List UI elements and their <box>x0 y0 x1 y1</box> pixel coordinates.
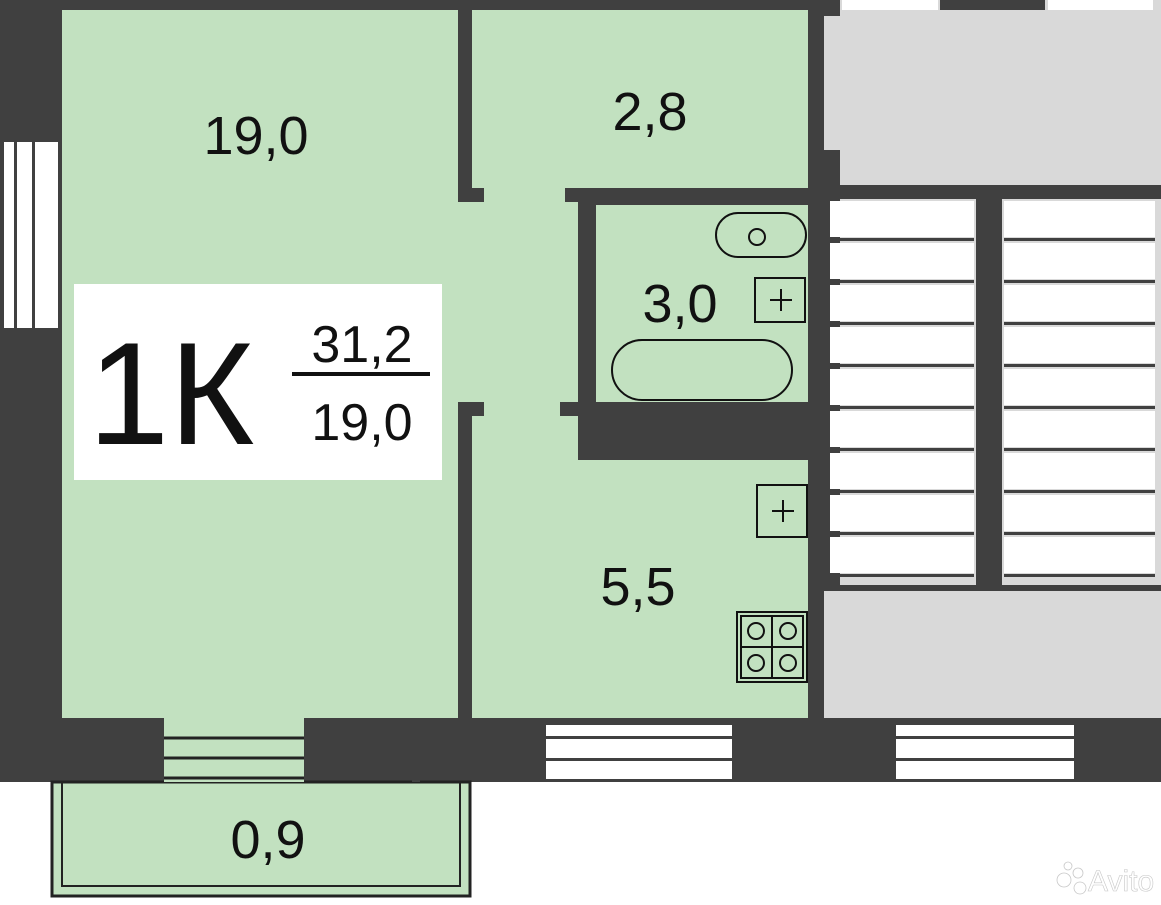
stair-step <box>830 243 974 279</box>
stair-step <box>830 411 974 447</box>
stair-step <box>830 537 974 573</box>
hall-floor <box>472 10 808 188</box>
apartment-badge: 1К 31,2 19,0 <box>74 284 442 480</box>
stair-tread <box>830 406 974 409</box>
avito-watermark: Avito <box>1056 861 1154 898</box>
bathroom-area-label: 3,0 <box>642 274 717 334</box>
avito-watermark-text: Avito <box>1088 865 1154 898</box>
fraction-line <box>292 372 430 376</box>
stair-tread <box>830 322 974 325</box>
balcony <box>50 718 472 898</box>
bathtub-icon <box>611 339 793 401</box>
stair-step <box>1004 537 1155 573</box>
stair-tread <box>830 574 974 577</box>
stair-tread <box>1004 574 1155 577</box>
bathroom-floor <box>596 205 808 402</box>
balcony-area-label: 0,9 <box>230 810 305 870</box>
ventilation-icon <box>754 277 806 323</box>
stair-tread <box>830 364 974 367</box>
stair-tread <box>1004 238 1155 241</box>
stair-step <box>1004 453 1155 489</box>
stair-step <box>830 285 974 321</box>
stair-tread <box>830 532 974 535</box>
stair-step <box>830 453 974 489</box>
stair-step <box>1004 495 1155 531</box>
stair-steps <box>830 201 1155 577</box>
window-stairwell-top <box>842 0 1153 10</box>
stair-step <box>1004 411 1155 447</box>
stair-tread <box>830 238 974 241</box>
window-stairwell <box>896 725 1074 779</box>
stair-step <box>1004 285 1155 321</box>
hall-area-label: 2,8 <box>612 82 687 142</box>
kitchen-area-label: 5,5 <box>600 557 675 617</box>
doorway-living-hall <box>456 196 486 396</box>
ventilation-icon <box>756 484 808 538</box>
partitions <box>458 0 824 782</box>
stair-step <box>1004 369 1155 405</box>
apartment-type: 1К <box>88 312 254 475</box>
stair-step <box>830 201 974 237</box>
total-area: 31,2 <box>311 316 412 374</box>
stair-tread <box>1004 406 1155 409</box>
stair-tread <box>1004 280 1155 283</box>
stair-step <box>1004 201 1155 237</box>
stair-tread <box>1004 490 1155 493</box>
stair-step <box>830 495 974 531</box>
stair-step <box>1004 243 1155 279</box>
kitchen-floor-main <box>578 460 808 718</box>
stair-step <box>1004 327 1155 363</box>
stair-step <box>830 369 974 405</box>
stair-tread <box>1004 364 1155 367</box>
living-room-area-label: 19,0 <box>203 106 308 166</box>
stair-step <box>830 327 974 363</box>
window-left <box>4 142 58 328</box>
stair-tread <box>830 490 974 493</box>
balcony-door <box>164 718 304 782</box>
stair-tread <box>830 448 974 451</box>
sink-icon <box>715 212 807 258</box>
living-area: 19,0 <box>311 394 412 452</box>
stove-icon <box>736 611 808 683</box>
kitchen-floor <box>472 402 578 718</box>
window-kitchen <box>546 725 732 779</box>
stair-tread <box>830 280 974 283</box>
staircase-icon <box>824 0 1161 782</box>
stair-tread <box>1004 448 1155 451</box>
stair-tread <box>1004 322 1155 325</box>
avito-logo-icon <box>1056 861 1087 895</box>
stair-tread <box>1004 532 1155 535</box>
windows <box>4 0 1153 779</box>
